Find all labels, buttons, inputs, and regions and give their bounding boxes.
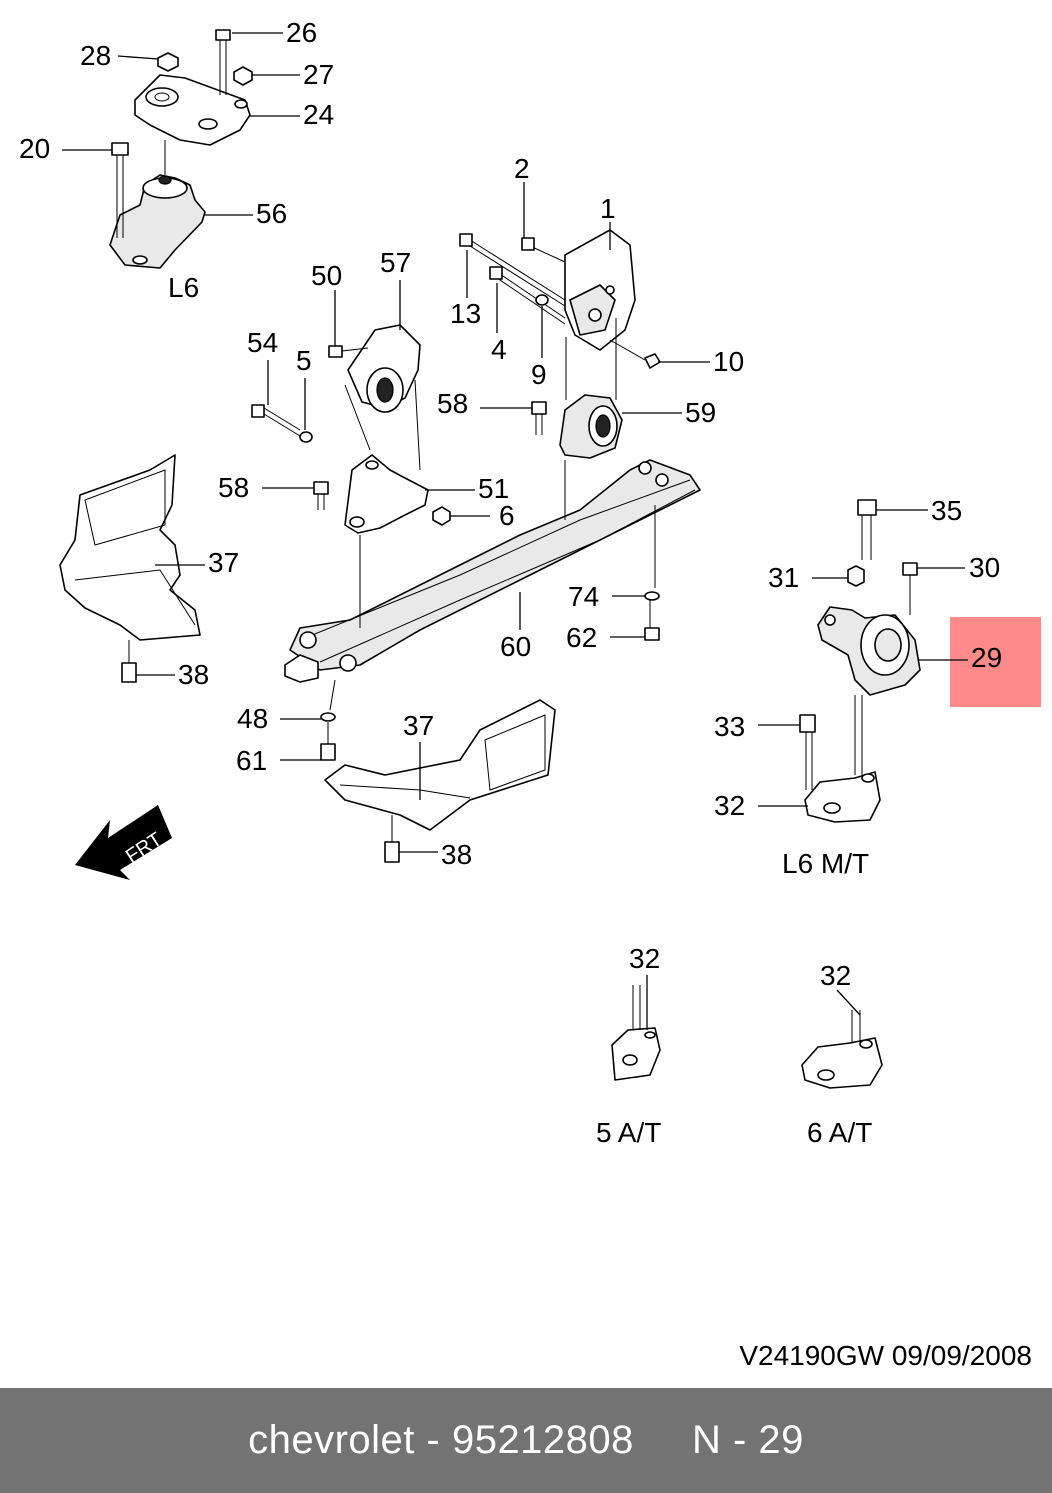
callout-20: 20 bbox=[19, 133, 50, 164]
callout-31: 31 bbox=[768, 562, 799, 593]
callout-74: 74 bbox=[568, 581, 599, 612]
callout-37-right: 37 bbox=[403, 710, 434, 741]
callout-28: 28 bbox=[80, 40, 111, 71]
callout-54: 54 bbox=[247, 327, 278, 358]
part-highlight-box bbox=[950, 617, 1041, 707]
footer-caption: chevrolet - 95212808 N - 29 bbox=[248, 1418, 804, 1462]
footer-bar: chevrolet - 95212808 N - 29 bbox=[0, 1388, 1052, 1493]
callout-58-lower: 58 bbox=[218, 472, 249, 503]
callout-1: 1 bbox=[600, 193, 616, 224]
l6-upper-mount-assembly bbox=[109, 29, 253, 269]
callout-27: 27 bbox=[303, 59, 334, 90]
variant-6at: 6 A/T bbox=[807, 1117, 872, 1148]
callout-50: 50 bbox=[311, 260, 342, 291]
callout-57: 57 bbox=[380, 247, 411, 278]
callout-26: 26 bbox=[286, 17, 317, 48]
parts-diagram: FRT bbox=[19, 17, 1041, 1371]
callout-59: 59 bbox=[685, 397, 716, 428]
front-mount-assembly bbox=[251, 324, 451, 534]
callout-5: 5 bbox=[296, 345, 312, 376]
callout-2: 2 bbox=[514, 153, 530, 184]
callout-38-right: 38 bbox=[441, 839, 472, 870]
callout-6: 6 bbox=[499, 500, 515, 531]
callout-56: 56 bbox=[256, 198, 287, 229]
variant-5at: 5 A/T bbox=[596, 1117, 661, 1148]
callout-30: 30 bbox=[969, 552, 1000, 583]
5at-bracket bbox=[611, 985, 661, 1081]
callout-58-upper: 58 bbox=[437, 388, 468, 419]
variant-l6-mt: L6 M/T bbox=[782, 848, 869, 879]
variant-l6: L6 bbox=[168, 272, 199, 303]
callout-10: 10 bbox=[713, 346, 744, 377]
callout-labels: 26 28 27 24 20 56 2 1 50 57 13 4 54 5 9 … bbox=[19, 17, 1002, 991]
front-direction-arrow: FRT bbox=[75, 805, 172, 880]
callout-32-5at: 32 bbox=[629, 943, 660, 974]
splash-shield-left bbox=[59, 454, 201, 683]
callout-37-left: 37 bbox=[208, 547, 239, 578]
l6-mt-mount-assembly bbox=[799, 499, 1041, 823]
6at-bracket bbox=[801, 1010, 883, 1089]
callout-51: 51 bbox=[478, 473, 509, 504]
callout-35: 35 bbox=[931, 495, 962, 526]
callout-9: 9 bbox=[531, 359, 547, 390]
rear-bracket-assembly bbox=[459, 229, 661, 459]
variant-labels: L6 L6 M/T 5 A/T 6 A/T bbox=[168, 272, 872, 1148]
splash-shield-right bbox=[324, 699, 556, 863]
drawing-reference: V24190GW 09/09/2008 bbox=[739, 1340, 1032, 1371]
callout-48: 48 bbox=[237, 703, 268, 734]
leader-lines bbox=[62, 32, 968, 1030]
callout-32-mt: 32 bbox=[714, 790, 745, 821]
callout-32-6at: 32 bbox=[820, 960, 851, 991]
callout-24: 24 bbox=[303, 99, 334, 130]
callout-4: 4 bbox=[491, 334, 507, 365]
callout-62: 62 bbox=[566, 622, 597, 653]
callout-60: 60 bbox=[500, 631, 531, 662]
callout-13: 13 bbox=[450, 298, 481, 329]
callout-33: 33 bbox=[714, 711, 745, 742]
callout-61: 61 bbox=[236, 745, 267, 776]
callout-38-left: 38 bbox=[178, 659, 209, 690]
callout-29: 29 bbox=[971, 642, 1002, 673]
crossmember bbox=[284, 459, 701, 761]
